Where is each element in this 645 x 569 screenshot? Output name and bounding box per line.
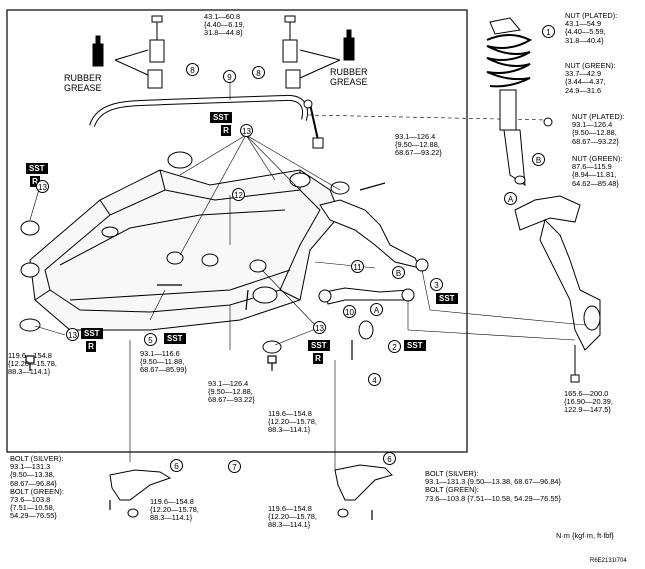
torque-nut-plated-mid: NUT (PLATED):93.1—126.4{9.50—12.88,68.67… (572, 112, 625, 146)
unit-note: N·m {kgf·m, ft·lbf} (556, 531, 614, 540)
torque-center-mid: 93.1—126.4{9.50—12.88,68.67—93.22} (208, 379, 255, 405)
stabilizer-link (303, 99, 553, 149)
bolts (25, 182, 386, 520)
torque-nut-green-top: NUT (GREEN):33.7—42.9{3.44—4.37,24.9—31.… (565, 61, 616, 95)
frame-box (6, 9, 468, 453)
figure-id: R6E2131I704 (590, 558, 627, 564)
callout-10: 10 (343, 305, 356, 318)
lower-link (324, 287, 413, 305)
marker-a: A (504, 192, 517, 205)
callout-7: 7 (228, 460, 241, 473)
sst-tag: SST (26, 163, 48, 174)
callout-12: 12 (232, 188, 245, 201)
callout-8: 8 (186, 63, 199, 76)
r-tag: R (221, 125, 231, 136)
callout-13: 13 (66, 328, 79, 341)
grease-tube-left-art (92, 35, 104, 67)
torque-center-bottom: 119.6—154.8{12.20—15.78,88.3—114.1} (268, 409, 317, 435)
r-tag: R (30, 176, 40, 187)
sst-tag: SST (210, 112, 232, 123)
marker-b: B (532, 153, 545, 166)
right-bushing (282, 15, 301, 89)
lower-arm (319, 199, 421, 269)
torque-bracket-right: 119.6—154.8{12.20—15.78,88.3—114.1} (268, 504, 317, 530)
sst-tag: SST (164, 333, 186, 344)
callout-13: 13 (36, 180, 49, 193)
knuckle (539, 219, 601, 351)
torque-knuckle: 165.6—200.0{16.90—20.39,122.9—147.5} (564, 389, 613, 415)
callout-1: 1 (542, 25, 555, 38)
torque-item5: 93.1—116.6{9.50—11.88,68.67—85.99} (140, 349, 187, 375)
torque-bolt-right: BOLT (SILVER):93.1—131.3 {9.50—13.38, 68… (425, 469, 562, 503)
torque-top: 43.1—60.8{4.40—6.19,31.8—44.8} (204, 12, 245, 38)
strut-assembly (486, 17, 533, 186)
callout-2: 2 (388, 340, 401, 353)
sst-tag: SST (81, 328, 103, 339)
callout-6: 6 (170, 459, 183, 472)
marker-a: A (370, 303, 383, 316)
callout-4: 4 (368, 373, 381, 386)
grease-tube-right-art (343, 29, 355, 61)
torque-left-bottom: 119.6—154.8{12.20—15.78,88.3—114.1} (8, 351, 57, 377)
mount-rubbers (19, 181, 350, 354)
torque-nut-green-mid: NUT (GREEN):87.6—115.9{8.94—11.81,64.62—… (572, 154, 623, 188)
leader-lines (29, 78, 549, 470)
crossmember-art (29, 151, 341, 331)
callout-6: 6 (383, 452, 396, 465)
torque-center-right: 93.1—126.4{9.50—12.88,68.67—93.22} (395, 132, 442, 158)
r-tag: R (313, 353, 323, 364)
bracket-left (109, 469, 172, 501)
sst-tag: SST (436, 293, 458, 304)
upper-arm (514, 195, 581, 231)
callout-9: 9 (223, 70, 236, 83)
torque-nut-plated-top: NUT (PLATED):43.1—54.9{4.40—5.59,31.8—40… (565, 11, 618, 45)
bracket-right (334, 464, 393, 501)
marker-b: B (392, 266, 405, 279)
callout-5: 5 (144, 333, 157, 346)
callout-11: 11 (351, 260, 364, 273)
torque-bracket-left: 119.6—154.8{12.20—15.78,88.3—114.1} (150, 497, 199, 523)
sst-tag: SST (308, 340, 330, 351)
sst-tag: SST (404, 340, 426, 351)
torque-bolt-left: BOLT (SILVER):93.1—131.3{9.50—13.38,68.6… (10, 454, 64, 521)
callout-13: 13 (313, 321, 326, 334)
left-bushing (147, 15, 165, 89)
callout-13: 13 (240, 124, 253, 137)
callout-3: 3 (430, 278, 443, 291)
callout-8: 8 (252, 66, 265, 79)
r-tag: R (86, 341, 96, 352)
